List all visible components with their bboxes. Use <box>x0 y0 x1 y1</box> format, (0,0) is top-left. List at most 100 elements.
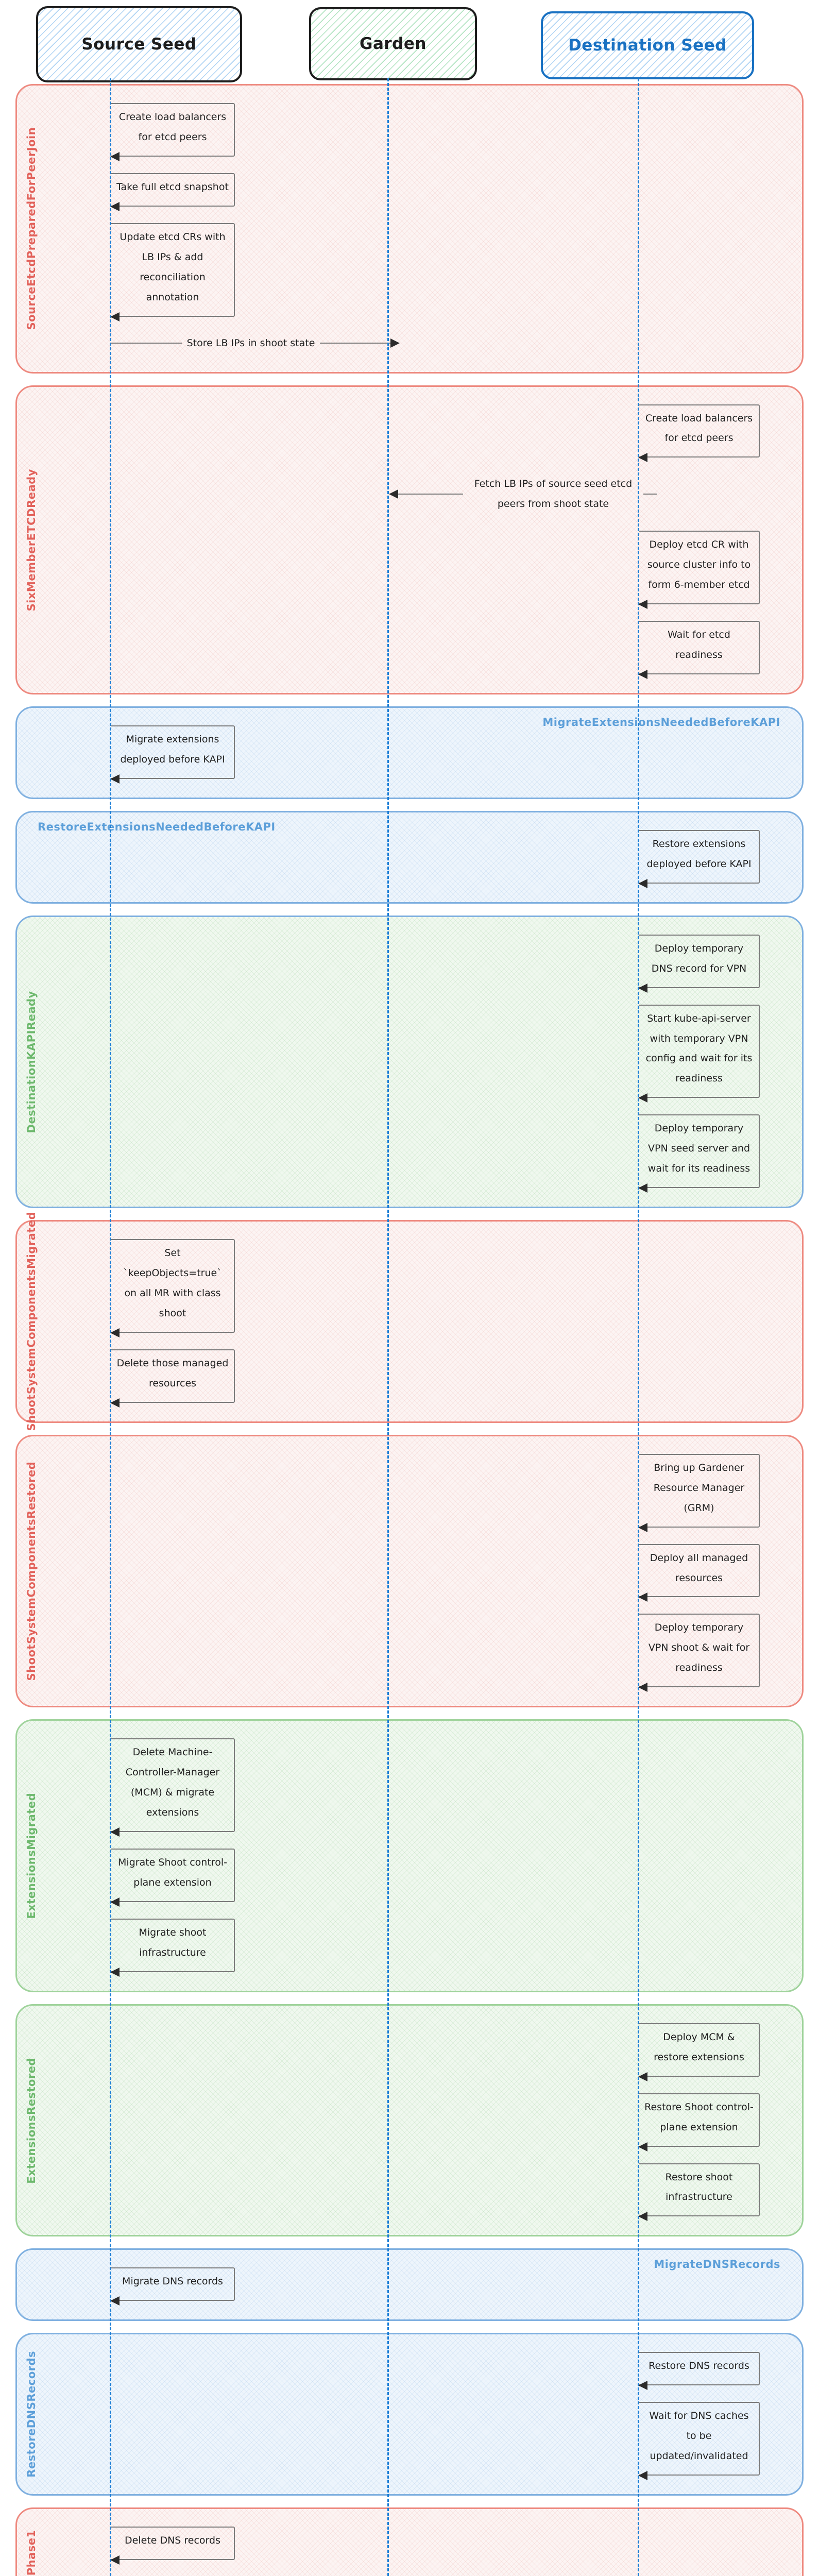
message-text: Update etcd CRs with LB IPs & add reconc… <box>120 231 226 303</box>
lifeline-destination-seed <box>638 78 639 2576</box>
arrowhead-icon <box>110 312 120 321</box>
arrowhead-icon <box>638 453 647 463</box>
arrowhead-icon <box>638 600 647 609</box>
phase-messages: Bring up Gardener Resource Manager (GRM)… <box>17 1453 802 1692</box>
phase-label: RestoreExtensionsNeededBeforeKAPI <box>38 820 276 833</box>
self-message: Take full etcd snapshot <box>110 173 235 211</box>
message-text: Deploy temporary DNS record for VPN <box>651 942 747 974</box>
message-text: Create load balancers for etcd peers <box>118 111 227 143</box>
message-text: Create load balancers for etcd peers <box>645 412 753 444</box>
lifeline-garden <box>387 78 389 2576</box>
phase-messages: Set `keepObjects=true` on all MR with cl… <box>17 1239 802 1408</box>
arrowhead-icon <box>389 489 398 499</box>
phase-band: RestoreExtensionsNeededBeforeKAPI Restore… <box>15 810 804 904</box>
arrowhead-icon <box>110 2555 120 2565</box>
arrow-line <box>320 343 391 344</box>
phase-messages: Migrate extensions deployed before KAPI <box>17 725 802 784</box>
message-text: Wait for etcd readiness <box>668 629 730 660</box>
self-message: Restore Shoot control-plane extension <box>638 2093 760 2151</box>
self-message: Migrate extensions deployed before KAPI <box>110 725 235 784</box>
arrowhead-icon <box>638 2381 647 2391</box>
message-text: Delete those managed resources <box>116 1357 229 1389</box>
message-text: Migrate Shoot control-plane extension <box>118 1857 227 1888</box>
phase-band: MigrateExtensionsNeededBeforeKAPI Migrate… <box>15 706 804 799</box>
phase-label: MigrateDNSRecords <box>654 2258 780 2271</box>
arrowhead-icon <box>638 1592 647 1602</box>
actor-garden-label: Garden <box>360 35 426 53</box>
message-text: Deploy etcd CR with source cluster info … <box>647 539 751 591</box>
phase-label: MigrateExtensionsNeededBeforeKAPI <box>542 716 780 728</box>
arrowhead-icon <box>110 201 120 211</box>
message-text: Restore Shoot control-plane extension <box>644 2101 754 2133</box>
arrowhead-icon <box>110 1897 120 1907</box>
arrowhead-icon <box>110 2296 120 2306</box>
self-message: Restore shoot infrastructure <box>638 2163 760 2222</box>
phase-messages: Delete Machine-Controller-Manager (MCM) … <box>17 1738 802 1977</box>
self-message: Restore extensions deployed before KAPI <box>638 829 760 888</box>
arrowhead-icon <box>390 338 400 348</box>
arrowhead-icon <box>110 1328 120 1337</box>
arrow-line <box>398 494 463 495</box>
actor-destination-seed-label: Destination Seed <box>568 36 727 55</box>
self-message: Restore DNS records <box>638 2352 760 2391</box>
arrowhead-icon <box>638 1183 647 1193</box>
arrowhead-icon <box>638 878 647 888</box>
lifeline-source-seed <box>110 78 111 2576</box>
message-text: Migrate extensions deployed before KAPI <box>120 733 225 765</box>
self-message: Migrate Shoot control-plane extension <box>110 1849 235 1907</box>
arrowhead-icon <box>110 774 120 784</box>
message-text: Delete DNS records <box>124 2535 220 2547</box>
actor-destination-seed: Destination Seed <box>541 11 754 79</box>
self-message: Start kube-api-server with temporary VPN… <box>638 1004 760 1103</box>
self-message: Deploy all managed resources <box>638 1544 760 1602</box>
arrowhead-icon <box>638 2471 647 2481</box>
message-text: Fetch LB IPs of source seed etcd peers f… <box>474 478 633 510</box>
message-text: Migrate shoot infrastructure <box>139 1926 207 1958</box>
arrowhead-icon <box>638 1093 647 1103</box>
arrow-line <box>643 494 657 495</box>
phase-band: CleanUpPhase1Delete DNS recordsDestroy V… <box>15 2507 804 2576</box>
arrowhead-icon <box>110 1827 120 1837</box>
arrowhead-icon <box>110 1967 120 1977</box>
arrow-message: Fetch LB IPs of source seed etcd peers f… <box>389 474 657 514</box>
actor-source-seed-label: Source Seed <box>81 35 197 54</box>
message-text: Deploy all managed resources <box>650 1552 748 1584</box>
self-message: Update etcd CRs with LB IPs & add reconc… <box>110 223 235 321</box>
message-text: Restore extensions deployed before KAPI <box>646 838 752 870</box>
phase-messages: Restore extensions deployed before KAPI <box>17 829 802 888</box>
arrowhead-icon <box>638 2072 647 2081</box>
arrowhead-icon <box>638 1683 647 1692</box>
message-text: Delete Machine-Controller-Manager (MCM) … <box>125 1747 220 1819</box>
arrowhead-icon <box>638 1522 647 1532</box>
self-message: Delete DNS records <box>110 2527 235 2565</box>
self-message: Deploy temporary DNS record for VPN <box>638 934 760 993</box>
self-message: Migrate DNS records <box>110 2267 235 2306</box>
message-text: Restore DNS records <box>649 2360 749 2372</box>
self-message: Deploy temporary VPN shoot & wait for re… <box>638 1614 760 1692</box>
self-message: Delete Machine-Controller-Manager (MCM) … <box>110 1738 235 1837</box>
self-message: Delete those managed resources <box>110 1349 235 1408</box>
self-message: Bring up Gardener Resource Manager (GRM) <box>638 1453 760 1532</box>
message-text: Store LB IPs in shoot state <box>186 337 315 349</box>
arrowhead-icon <box>638 669 647 679</box>
phase-messages: Deploy temporary DNS record for VPN Start… <box>17 934 802 1193</box>
message-text: Deploy MCM & restore extensions <box>654 2031 744 2063</box>
phase-messages: Migrate DNS records <box>17 2267 802 2306</box>
self-message: Wait for DNS caches to be updated/invali… <box>638 2402 760 2481</box>
message-text: Wait for DNS caches to be updated/invali… <box>649 2410 749 2462</box>
arrow-message: Store LB IPs in shoot state <box>111 333 400 353</box>
